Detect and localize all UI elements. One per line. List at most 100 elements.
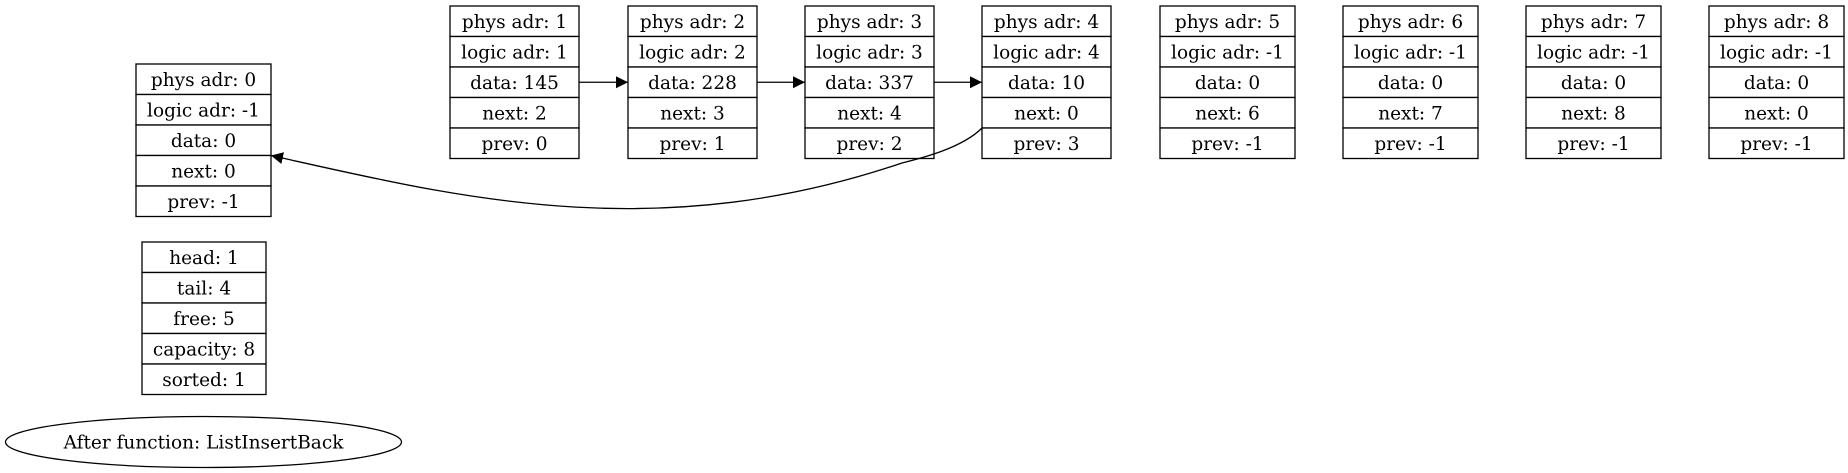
node-8-cell <box>1708 127 1845 160</box>
node-3-prev-label: prev: 2 <box>837 134 903 155</box>
node-2-cell <box>627 35 758 68</box>
node-8-cell <box>1708 96 1845 129</box>
node-7-cell <box>1525 96 1662 129</box>
node-5-phys-adr-label: phys adr: 5 <box>1175 12 1280 33</box>
node-4-cell <box>981 127 1112 160</box>
node-0-cell <box>135 185 272 218</box>
node-8-cell <box>1708 35 1845 68</box>
node-7-cell <box>1525 35 1662 68</box>
node-7-cell <box>1525 127 1662 160</box>
node-8-phys-adr-label: phys adr: 8 <box>1724 12 1829 33</box>
node-7-prev-label: prev: -1 <box>1557 134 1629 155</box>
node-7-next-label: next: 8 <box>1561 103 1626 124</box>
node-1-logic-adr-label: logic adr: 1 <box>461 42 568 63</box>
list-info-cell <box>141 271 267 304</box>
list-info: head: 1 tail: 4 free: 5 capacity: 8 sorted: … <box>141 241 267 396</box>
list-info-prev-label: sorted: 1 <box>162 370 246 391</box>
node-5-cell <box>1159 127 1296 160</box>
node-0-data-label: data: 0 <box>171 131 236 152</box>
list-info-cell <box>141 363 267 396</box>
list-info-cell <box>141 302 267 335</box>
node-0-logic-adr-label: logic adr: -1 <box>147 100 260 121</box>
node-0-phys-adr-label: phys adr: 0 <box>151 70 256 91</box>
node-5-cell <box>1159 96 1296 129</box>
node-1-cell <box>449 66 580 99</box>
node-4-next-label: next: 0 <box>1014 103 1079 124</box>
node-6-next-label: next: 7 <box>1378 103 1443 124</box>
node-3: phys adr: 3 logic adr: 3 data: 337 next: 4 p… <box>804 5 935 160</box>
node-7-data-label: data: 0 <box>1561 73 1626 94</box>
node-4-cell <box>981 35 1112 68</box>
node-5-cell <box>1159 35 1296 68</box>
node-8-prev-label: prev: -1 <box>1740 134 1812 155</box>
node-4-phys-adr-label: phys adr: 4 <box>994 12 1099 33</box>
node-0-prev-label: prev: -1 <box>167 192 239 213</box>
node-5-logic-adr-label: logic adr: -1 <box>1171 42 1284 63</box>
node-6-logic-adr-label: logic adr: -1 <box>1354 42 1467 63</box>
list-info-next-label: capacity: 8 <box>153 339 255 360</box>
node-1-cell <box>449 5 580 38</box>
node-5-next-label: next: 6 <box>1195 103 1260 124</box>
node-4-cell <box>981 5 1112 38</box>
node-3-cell <box>804 96 935 129</box>
node-3-phys-adr-label: phys adr: 3 <box>817 12 922 33</box>
list-info-data-label: free: 5 <box>173 309 234 330</box>
node-2-cell <box>627 5 758 38</box>
node-1-data-label: data: 145 <box>470 73 559 94</box>
node-2-phys-adr-label: phys adr: 2 <box>640 12 745 33</box>
node-3-cell <box>804 5 935 38</box>
caption: After function: ListInsertBack <box>4 415 403 469</box>
node-4-prev-label: prev: 3 <box>1014 134 1080 155</box>
node-1: phys adr: 1 logic adr: 1 data: 145 next: 2 p… <box>449 5 580 160</box>
node-4-logic-adr-label: logic adr: 4 <box>993 42 1100 63</box>
node-0-cell <box>135 63 272 96</box>
node-4-cell <box>981 96 1112 129</box>
node-8-data-label: data: 0 <box>1744 73 1809 94</box>
node-4: phys adr: 4 logic adr: 4 data: 10 next: 0 pr… <box>981 5 1112 160</box>
node-8-cell <box>1708 66 1845 99</box>
node-2-logic-adr-label: logic adr: 2 <box>639 42 746 63</box>
node-7: phys adr: 7 logic adr: -1 data: 0 next: 8 pr… <box>1525 5 1662 160</box>
node-1-cell <box>449 127 580 160</box>
node-2: phys adr: 2 logic adr: 2 data: 228 next: 3 p… <box>627 5 758 160</box>
node-2-data-label: data: 228 <box>648 73 737 94</box>
node-7-cell <box>1525 5 1662 38</box>
node-8: phys adr: 8 logic adr: -1 data: 0 next: 0 pr… <box>1708 5 1845 160</box>
node-0-cell <box>135 154 272 187</box>
node-6-data-label: data: 0 <box>1378 73 1443 94</box>
node-0-next-label: next: 0 <box>171 161 236 182</box>
node-6-cell <box>1342 66 1479 99</box>
list-info-cell <box>141 241 267 274</box>
node-3-next-label: next: 4 <box>837 103 902 124</box>
node-2-cell <box>627 127 758 160</box>
node-6-phys-adr-label: phys adr: 6 <box>1358 12 1463 33</box>
node-7-logic-adr-label: logic adr: -1 <box>1537 42 1650 63</box>
list-info-cell <box>141 332 267 365</box>
node-8-next-label: next: 0 <box>1744 103 1809 124</box>
node-1-prev-label: prev: 0 <box>482 134 548 155</box>
node-5-cell <box>1159 66 1296 99</box>
caption-label: After function: ListInsertBack <box>63 433 345 454</box>
node-2-next-label: next: 3 <box>660 103 725 124</box>
node-1-next-label: next: 2 <box>482 103 547 124</box>
node-0-cell <box>135 93 272 126</box>
node-8-logic-adr-label: logic adr: -1 <box>1720 42 1833 63</box>
node-4-data-label: data: 10 <box>1008 73 1085 94</box>
node-0: phys adr: 0 logic adr: -1 data: 0 next: 0 pr… <box>135 63 272 218</box>
node-3-logic-adr-label: logic adr: 3 <box>816 42 923 63</box>
node-6-cell <box>1342 5 1479 38</box>
node-7-phys-adr-label: phys adr: 7 <box>1541 12 1646 33</box>
node-3-cell <box>804 35 935 68</box>
caption-ellipse <box>4 415 403 469</box>
node-3-data-label: data: 337 <box>825 73 914 94</box>
node-1-phys-adr-label: phys adr: 1 <box>462 12 567 33</box>
list-info-phys-adr-label: head: 1 <box>169 248 239 269</box>
edge-4-to-0 <box>270 127 983 210</box>
list-info-logic-adr-label: tail: 4 <box>177 278 231 299</box>
node-3-cell <box>804 127 935 160</box>
node-2-prev-label: prev: 1 <box>660 134 726 155</box>
node-2-cell <box>627 96 758 129</box>
node-5-data-label: data: 0 <box>1195 73 1260 94</box>
